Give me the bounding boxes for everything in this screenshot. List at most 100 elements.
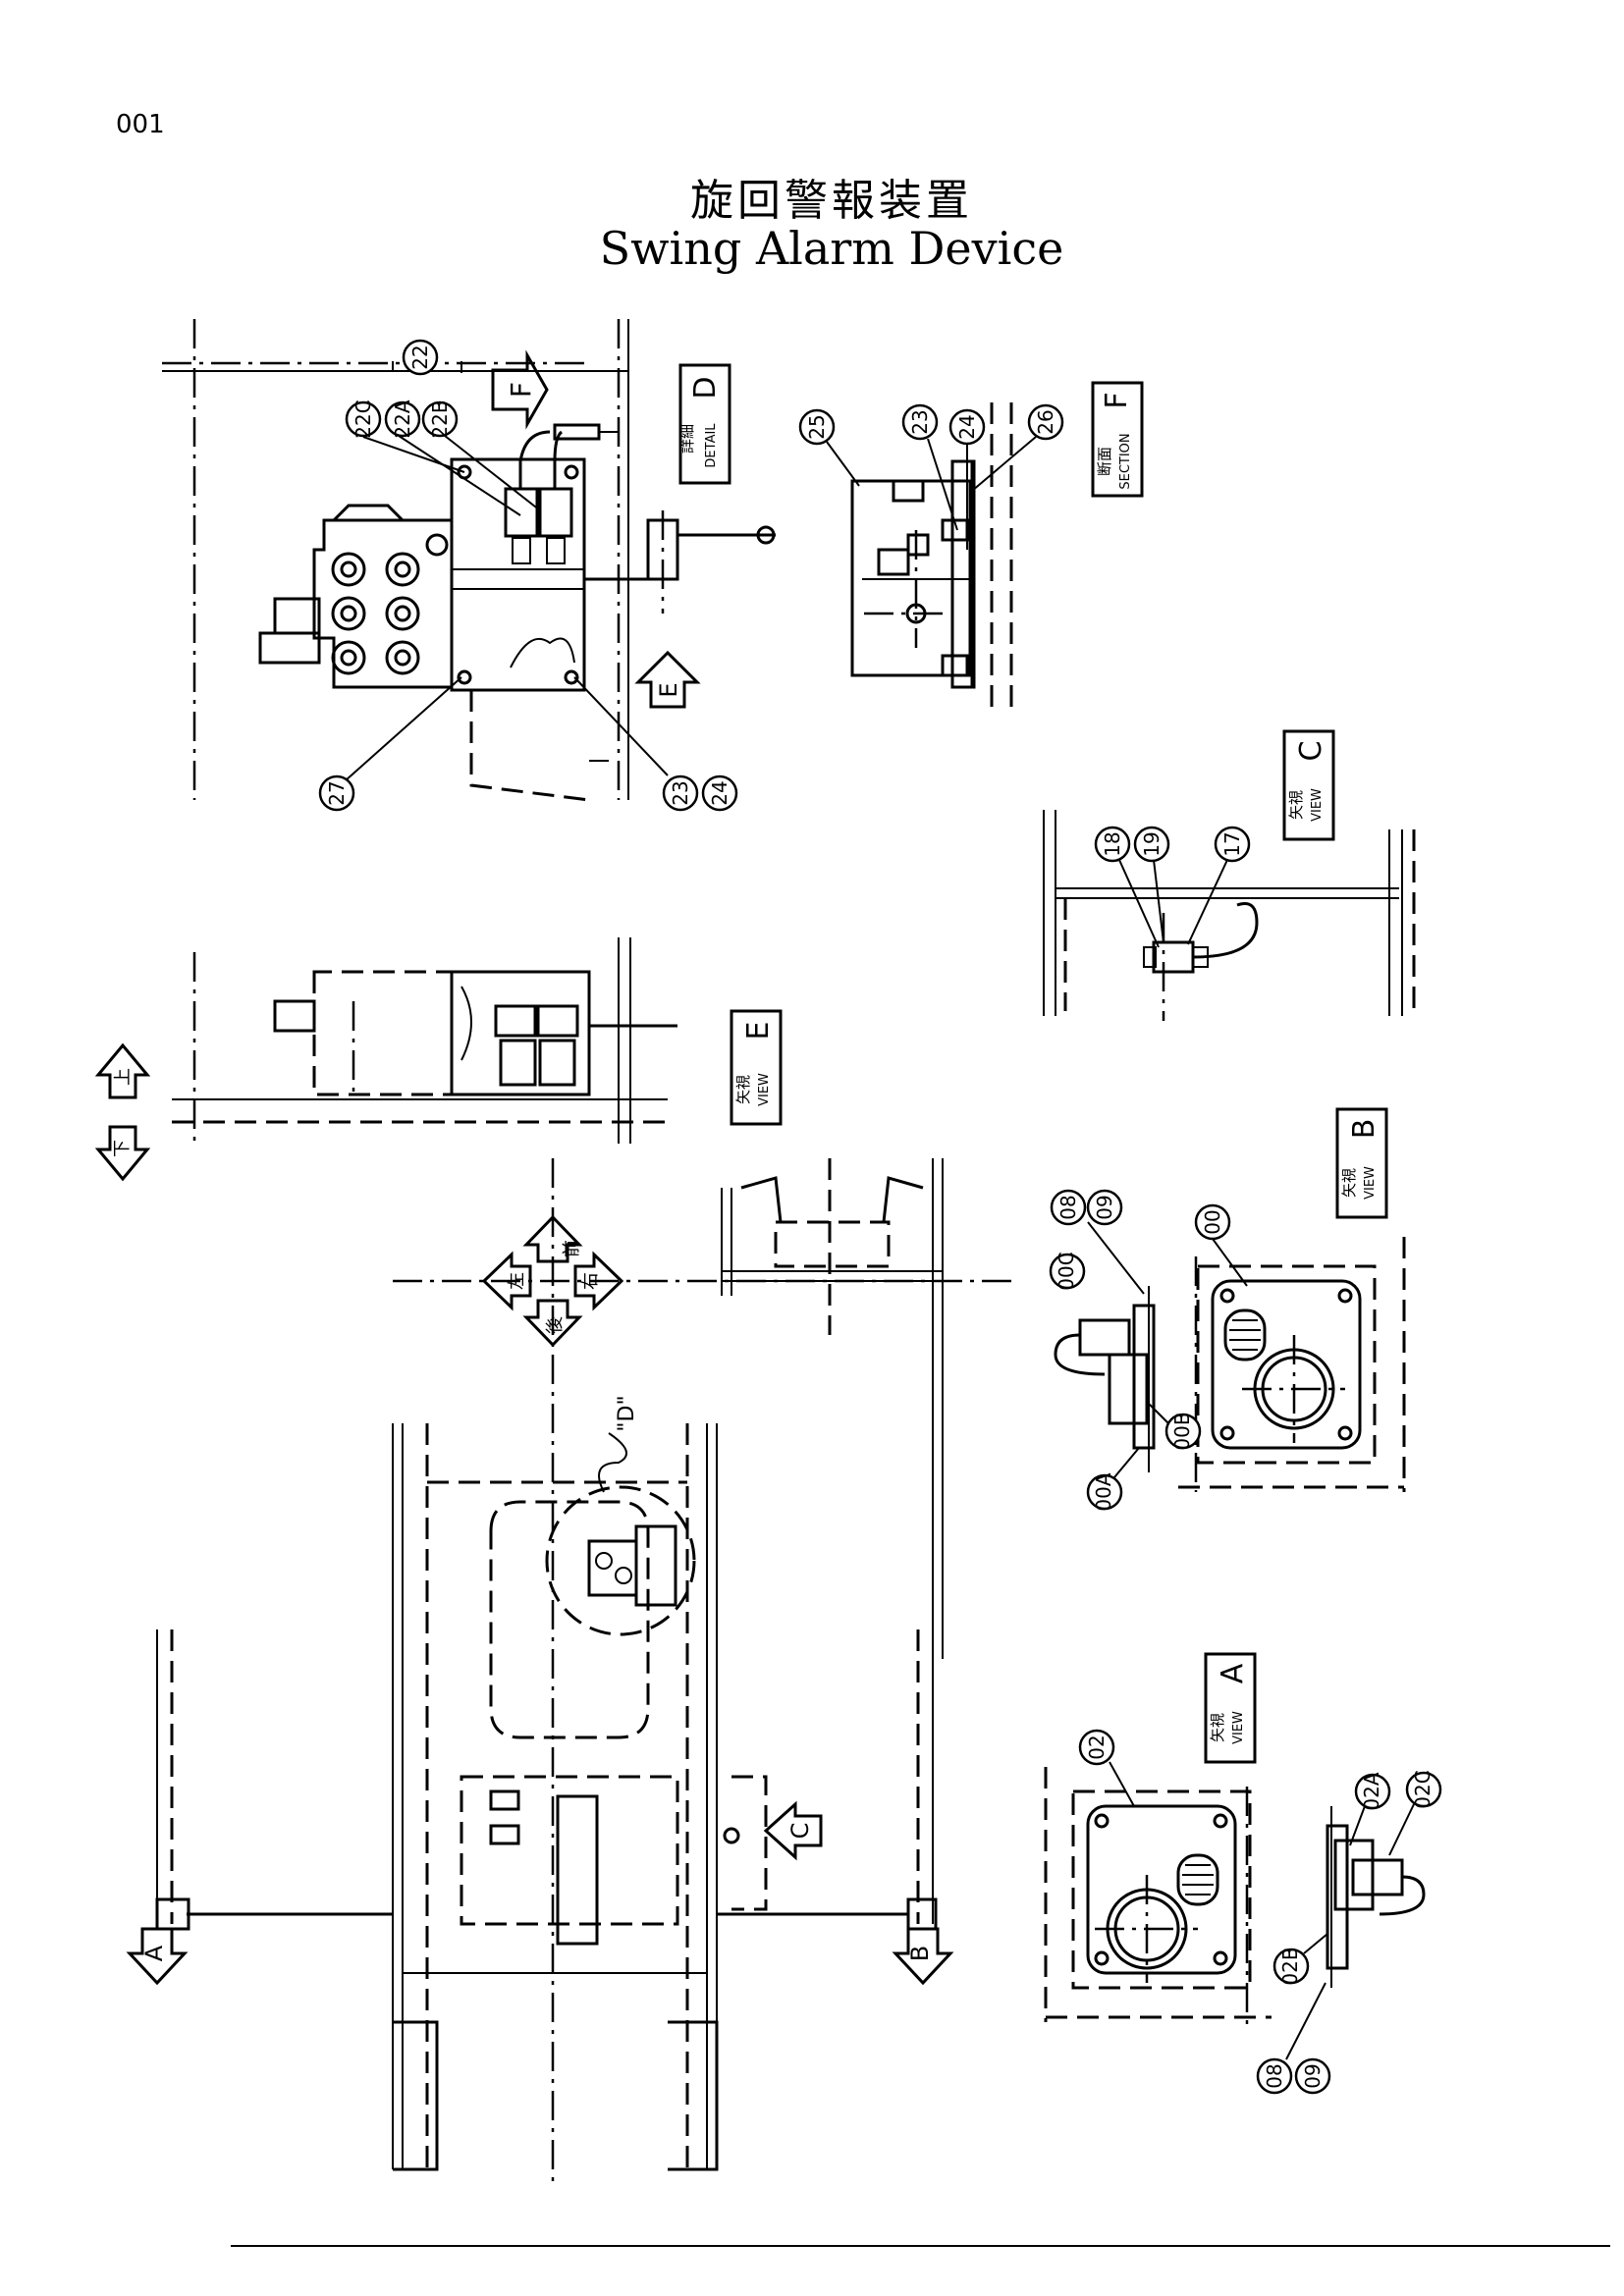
- callout-25: 25: [798, 408, 836, 446]
- plan-view-drawing: [155, 1158, 1011, 2184]
- view-c-leaders: [1118, 859, 1228, 948]
- svg-text:後: 後: [545, 1316, 566, 1334]
- callout-08-view-b: 08: [1050, 1189, 1087, 1226]
- svg-text:09: 09: [1093, 1195, 1116, 1219]
- label-section-f: 断面 SECTION F: [1091, 381, 1144, 498]
- svg-text:VIEW: VIEW: [1310, 788, 1325, 822]
- callout-00B: 00B: [1164, 1412, 1202, 1451]
- detail-d-drawing: [162, 319, 776, 802]
- svg-text:上: 上: [113, 1068, 134, 1086]
- svg-text:24: 24: [955, 414, 979, 439]
- callout-19: 19: [1133, 826, 1170, 863]
- callout-23-section: 23: [901, 403, 939, 441]
- svg-text:02: 02: [1085, 1735, 1109, 1759]
- callout-23: 23: [662, 774, 699, 812]
- svg-text:VIEW: VIEW: [757, 1073, 772, 1106]
- section-f-leaders: [826, 436, 1037, 550]
- label-view-a: 矢視 VIEW A: [1204, 1652, 1257, 1764]
- label-detail-d: 詳細 DETAIL D: [678, 363, 731, 485]
- svg-text:27: 27: [325, 780, 349, 805]
- section-f-drawing: [850, 402, 1013, 717]
- callout-18: 18: [1094, 826, 1131, 863]
- svg-text:22A: 22A: [391, 400, 414, 438]
- svg-text:矢視: 矢視: [734, 1075, 752, 1104]
- svg-text:左: 左: [507, 1272, 527, 1290]
- svg-text:18: 18: [1101, 831, 1124, 856]
- label-view-c: 矢視 VIEW C: [1282, 729, 1335, 841]
- svg-text:DETAIL: DETAIL: [704, 423, 719, 468]
- svg-text:22C: 22C: [352, 400, 375, 438]
- svg-text:24: 24: [708, 780, 731, 805]
- svg-text:詳細: 詳細: [678, 424, 696, 454]
- svg-text:23: 23: [669, 780, 692, 805]
- view-a-drawing: [1044, 1767, 1426, 2027]
- svg-text:VIEW: VIEW: [1231, 1711, 1246, 1744]
- svg-text:前: 前: [562, 1240, 582, 1257]
- svg-text:C: C: [1294, 741, 1328, 762]
- label-view-b: 矢視 VIEW B: [1335, 1107, 1388, 1219]
- callout-00A: 00A: [1086, 1472, 1123, 1512]
- label-view-e: 矢視 VIEW E: [730, 1009, 783, 1126]
- svg-text:B: B: [1347, 1119, 1381, 1140]
- svg-text:F: F: [1100, 392, 1134, 408]
- svg-text:22B: 22B: [428, 400, 452, 438]
- svg-text:矢視: 矢視: [1209, 1713, 1226, 1742]
- callout-22B: 22B: [421, 400, 459, 439]
- callout-00: 00: [1194, 1203, 1231, 1241]
- svg-text:C: C: [786, 1823, 814, 1840]
- svg-text:02B: 02B: [1278, 1947, 1302, 1985]
- svg-text:F: F: [505, 382, 537, 398]
- callout-24: 24: [701, 774, 738, 812]
- view-arrow-a: A: [126, 1927, 189, 1986]
- svg-text:22: 22: [408, 345, 432, 369]
- callout-24-section: 24: [948, 408, 986, 446]
- down-arrow: 下: [94, 1125, 151, 1182]
- svg-text:17: 17: [1220, 831, 1244, 856]
- svg-text:00: 00: [1201, 1209, 1224, 1234]
- up-arrow: 上: [94, 1042, 151, 1099]
- svg-text:08: 08: [1056, 1195, 1080, 1219]
- svg-text:00C: 00C: [1055, 1252, 1078, 1290]
- callout-02C: 02C: [1405, 1770, 1442, 1809]
- callout-09-view-b: 09: [1086, 1189, 1123, 1226]
- svg-text:00A: 00A: [1092, 1472, 1115, 1511]
- svg-text:19: 19: [1140, 831, 1164, 856]
- view-arrow-c: C: [763, 1800, 823, 1861]
- svg-text:SECTION: SECTION: [1118, 433, 1133, 489]
- callout-00C: 00C: [1049, 1252, 1086, 1291]
- svg-text:E: E: [655, 682, 682, 697]
- callout-09-view-a: 09: [1294, 2057, 1331, 2095]
- svg-text:D: D: [688, 376, 723, 399]
- svg-text:E: E: [741, 1022, 776, 1041]
- direction-compass: 前 後 左 右: [481, 1214, 624, 1348]
- callout-22: 22: [402, 339, 439, 376]
- svg-text:00B: 00B: [1170, 1412, 1194, 1450]
- callout-02A: 02A: [1354, 1772, 1391, 1811]
- callout-17: 17: [1214, 826, 1251, 863]
- callout-02: 02: [1078, 1729, 1115, 1766]
- svg-text:02C: 02C: [1411, 1770, 1435, 1808]
- view-arrow-e: E: [634, 650, 701, 709]
- view-b-drawing: [1054, 1237, 1406, 1492]
- page-number: 001: [116, 110, 165, 139]
- svg-text:B: B: [906, 1946, 934, 1961]
- svg-text:A: A: [140, 1945, 168, 1961]
- svg-text:A: A: [1216, 1663, 1250, 1683]
- view-arrow-f: F: [491, 349, 549, 430]
- svg-text:VIEW: VIEW: [1363, 1166, 1378, 1200]
- callout-08-view-a: 08: [1256, 2057, 1293, 2095]
- title-english: Swing Alarm Device: [599, 222, 1064, 275]
- view-c-drawing: [1043, 810, 1416, 1021]
- callout-26: 26: [1027, 403, 1064, 441]
- svg-text:25: 25: [805, 414, 829, 439]
- svg-text:断面: 断面: [1096, 447, 1113, 476]
- front-bracket-drawing: [721, 1158, 944, 1659]
- svg-text:下: 下: [112, 1140, 133, 1157]
- title-japanese: 旋回警報装置: [690, 176, 973, 226]
- view-arrow-b: B: [892, 1927, 954, 1986]
- svg-text:08: 08: [1263, 2063, 1286, 2088]
- plan-detail-d-marker: "D": [615, 1395, 639, 1431]
- callout-22A: 22A: [384, 400, 421, 439]
- view-e-drawing: [172, 937, 677, 1148]
